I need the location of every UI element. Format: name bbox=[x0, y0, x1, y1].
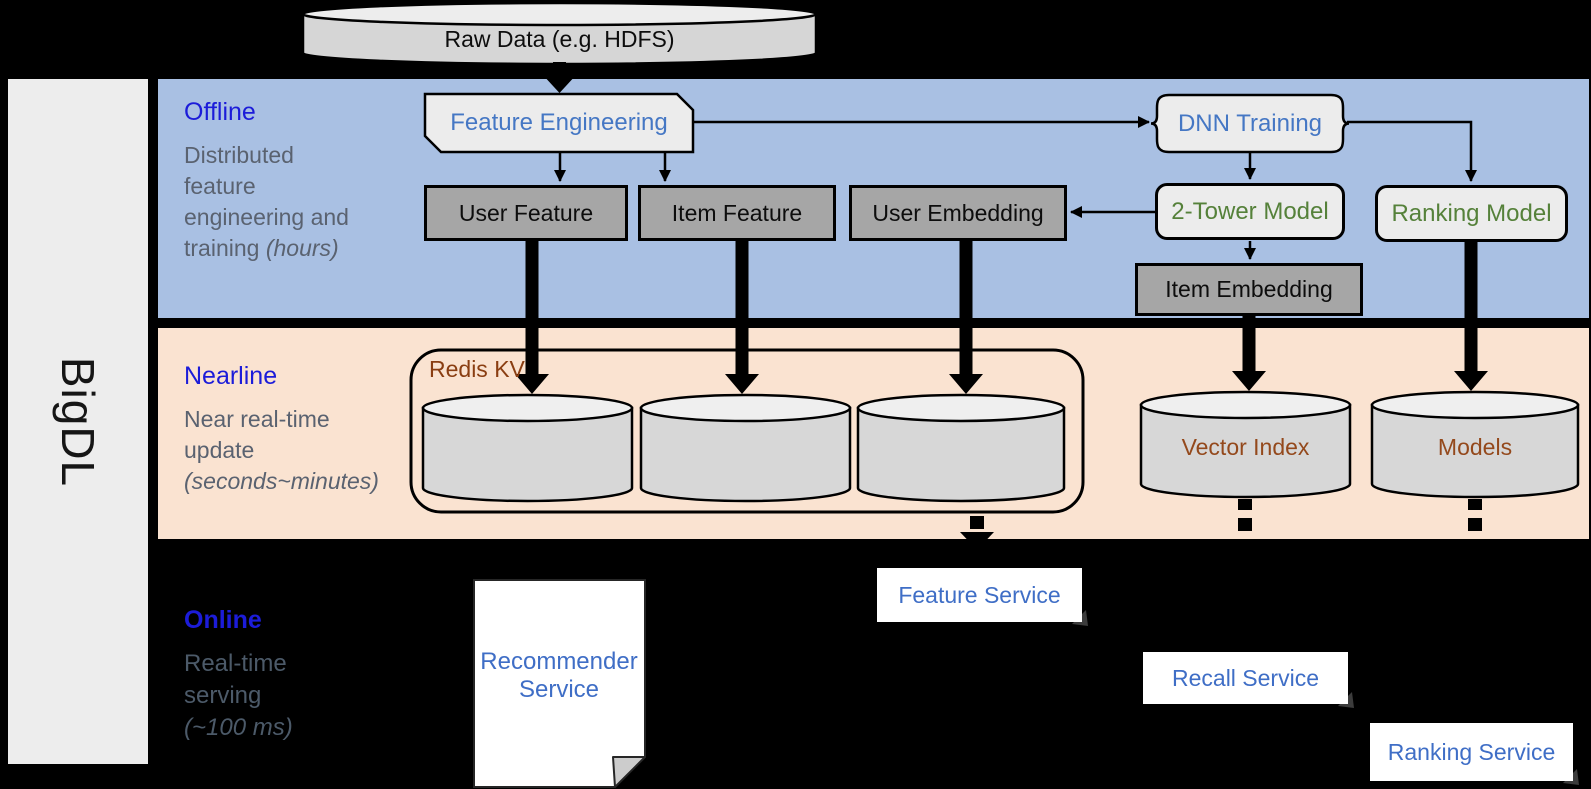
nearline-desc-line3: (seconds~minutes) bbox=[184, 468, 379, 494]
nearline-desc-line2: update bbox=[184, 437, 255, 463]
recommender-service-label: Recommender Service bbox=[480, 648, 638, 703]
dnn-training-node-label: DNN Training bbox=[1177, 109, 1323, 137]
item-embedding-node: Item Embedding bbox=[1135, 263, 1363, 316]
offline-desc-line3: engineering and bbox=[184, 204, 349, 230]
online-title: Online bbox=[184, 606, 262, 634]
online-desc-line1: Real-time bbox=[184, 650, 287, 677]
ranking-model-node: Ranking Model bbox=[1375, 185, 1568, 242]
item-feature-node: Item Feature bbox=[638, 185, 836, 241]
nearline-title: Nearline bbox=[184, 362, 278, 390]
feature-engineering-node-label: Feature Engineering bbox=[450, 109, 668, 137]
online-desc-line2: serving bbox=[184, 682, 262, 709]
user-embedding-node: User Embedding bbox=[849, 185, 1067, 241]
bigdl-brand-bar: BigDL bbox=[8, 79, 148, 764]
redis-cylinder-2 bbox=[639, 393, 852, 503]
ranking-service-node: Ranking Service bbox=[1370, 723, 1573, 781]
offline-description: Distributed feature engineering and trai… bbox=[184, 140, 349, 264]
recommender-service-document bbox=[473, 579, 646, 788]
raw-data-cylinder bbox=[301, 1, 818, 66]
offline-desc-line1: Distributed bbox=[184, 142, 294, 168]
redis-kv-label: Redis KV bbox=[429, 356, 525, 382]
redis-cylinder-3 bbox=[856, 393, 1066, 503]
models-cylinder bbox=[1370, 390, 1580, 499]
online-description: Real-time serving (~100 ms) bbox=[184, 648, 293, 744]
raw-data-node-label: Raw Data (e.g. HDFS) bbox=[444, 25, 675, 52]
connector-arrows-thin bbox=[554, 116, 1477, 260]
offline-title: Offline bbox=[184, 98, 256, 126]
vector-index-cylinder bbox=[1139, 390, 1352, 499]
recall-service-node: Recall Service bbox=[1143, 652, 1348, 704]
offline-desc-line4: training (hours) bbox=[184, 235, 339, 261]
nearline-description: Near real-time update (seconds~minutes) bbox=[184, 404, 379, 497]
user-feature-node: User Feature bbox=[424, 185, 628, 241]
connector-dashes bbox=[960, 499, 1482, 550]
models-node-label: Models bbox=[1437, 433, 1513, 460]
vector-index-node-label: Vector Index bbox=[1181, 433, 1310, 460]
nearline-desc-line1: Near real-time bbox=[184, 406, 330, 432]
feature-service-node: Feature Service bbox=[877, 568, 1082, 622]
offline-desc-line2: feature bbox=[184, 173, 256, 199]
two-tower-model-node: 2-Tower Model bbox=[1155, 183, 1345, 240]
feature-engineering-shape bbox=[423, 92, 695, 154]
dnn-training-shape bbox=[1150, 93, 1350, 154]
online-desc-line3: (~100 ms) bbox=[184, 714, 293, 741]
redis-cylinder-1 bbox=[421, 393, 634, 503]
connector-arrows-thick bbox=[515, 62, 1488, 394]
